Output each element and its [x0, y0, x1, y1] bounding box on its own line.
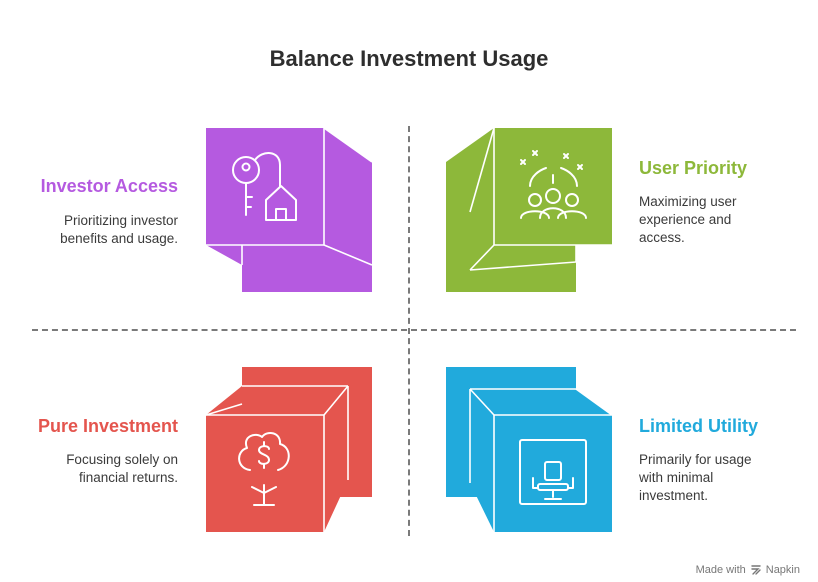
footer-brand: Napkin — [765, 564, 800, 576]
investor-access-box — [206, 127, 373, 292]
limited-utility-box — [446, 367, 613, 532]
horizontal-divider — [32, 329, 796, 331]
investor-access-title: Investor Access — [40, 176, 178, 196]
user-priority-description: Maximizing user experience and access. — [639, 194, 737, 245]
key-house-icon — [232, 152, 297, 221]
empty-chair-icon — [519, 439, 587, 505]
footer-prefix: Made with — [695, 564, 746, 576]
pure-investment-description: Focusing solely on financial returns. — [66, 452, 178, 485]
made-with-napkin-footer: Made with Napkin — [696, 564, 800, 576]
napkin-logo-icon — [751, 565, 761, 575]
limited-utility-title: Limited Utility — [639, 416, 759, 436]
user-priority-title: User Priority — [639, 158, 748, 178]
diagram-title: Balance Investment Usage — [269, 46, 549, 71]
limited-utility-description: Primarily for usage with minimal investm… — [639, 452, 752, 503]
celebrating-users-icon — [520, 150, 587, 219]
investor-access-description: Prioritizing investor benefits and usage… — [60, 213, 178, 246]
user-priority-box — [446, 127, 612, 292]
vertical-divider — [408, 126, 410, 536]
pure-investment-title: Pure Investment — [37, 416, 178, 436]
pure-investment-box — [205, 367, 372, 532]
money-tree-icon — [238, 431, 290, 506]
